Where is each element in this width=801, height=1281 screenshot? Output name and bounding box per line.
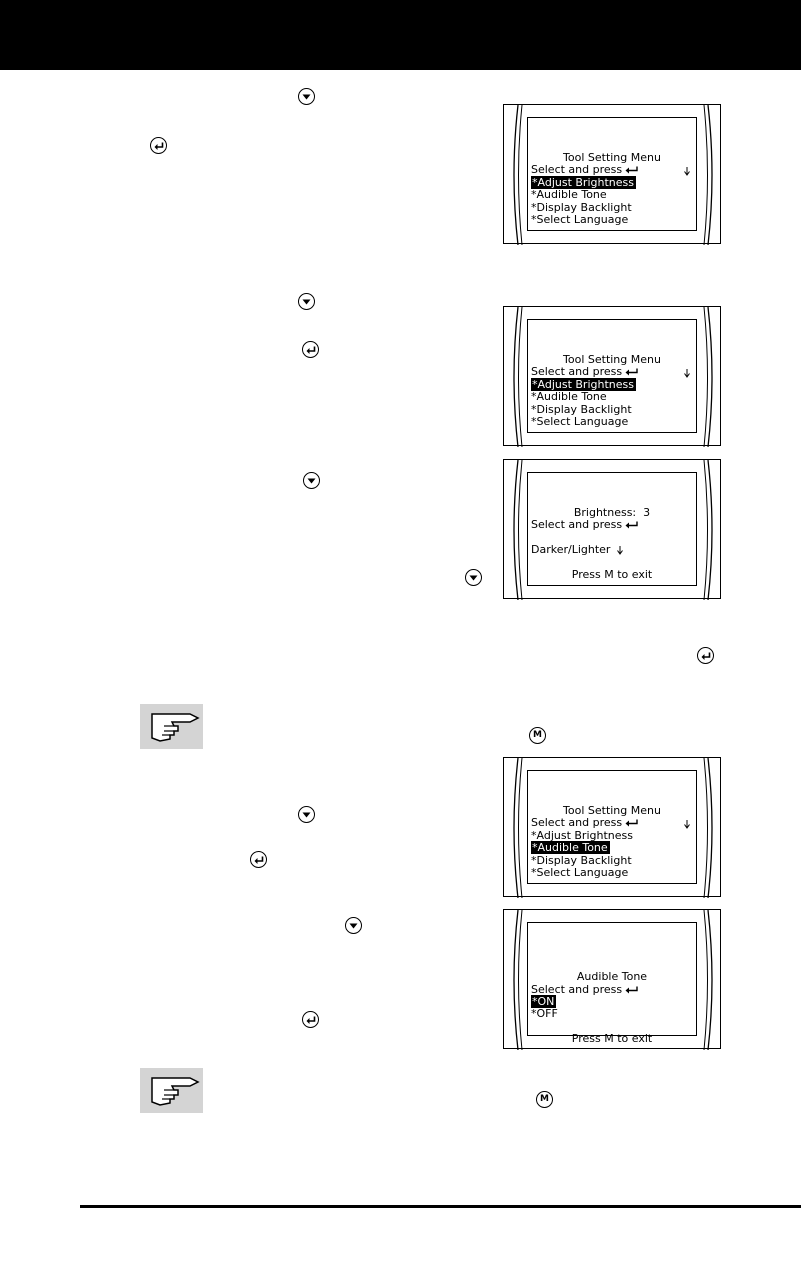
pointing-hand-note-icon [140, 704, 203, 749]
screen-prompt: Select and press [531, 365, 639, 379]
brightness-adjust-label: Darker/Lighter [531, 543, 623, 557]
down-arrow-button-icon [303, 472, 320, 489]
enter-button-icon [250, 851, 267, 868]
screen-title: Brightness: 3 [573, 506, 651, 519]
lcd-screen: Brightness: 3 Select and press Darker/Li… [527, 472, 697, 586]
down-arrow-button-icon [298, 806, 315, 823]
menu-item[interactable]: *Select Language [531, 415, 629, 428]
scroll-down-icon [684, 167, 690, 176]
screen-title: Tool Setting Menu [563, 804, 661, 817]
device-screen-tool-setting-menu: Tool Setting Menu Select and press *Adju… [503, 306, 721, 447]
lcd-screen: Tool Setting Menu Select and press *Adju… [527, 770, 697, 884]
screen-prompt: Select and press [531, 816, 639, 830]
scroll-down-icon [617, 545, 623, 555]
menu-item[interactable]: *Adjust Brightness [531, 829, 633, 842]
enter-icon [625, 521, 638, 529]
menu-item[interactable]: *Display Backlight [531, 201, 632, 214]
m-button-icon: M [536, 1091, 553, 1108]
enter-button-icon [697, 647, 714, 664]
scroll-down-icon [684, 369, 690, 378]
screen-title: Tool Setting Menu [563, 151, 661, 164]
screen-footer: Press M to exit [571, 1032, 653, 1045]
page-header-bar [0, 0, 801, 70]
screen-title: Tool Setting Menu [563, 353, 661, 366]
menu-item-selected[interactable]: *Adjust Brightness [531, 378, 636, 391]
enter-button-icon [302, 1011, 319, 1028]
option-off[interactable]: *OFF [531, 1007, 558, 1020]
device-screen-audible-tone: Audible Tone Select and press *ON *OFF P… [503, 909, 721, 1050]
pointing-hand-note-icon [140, 1068, 203, 1113]
lcd-screen: Tool Setting Menu Select and press *Adju… [527, 319, 697, 433]
enter-icon [625, 819, 638, 827]
device-screen-tool-setting-menu: Tool Setting Menu Select and press *Adju… [503, 757, 721, 898]
menu-item[interactable]: *Display Backlight [531, 403, 632, 416]
menu-item[interactable]: *Audible Tone [531, 188, 607, 201]
down-arrow-button-icon [345, 917, 362, 934]
device-screen-tool-setting-menu: Tool Setting Menu Select and press *Adju… [503, 104, 721, 245]
menu-item-selected[interactable]: *Audible Tone [531, 841, 610, 854]
enter-button-icon [150, 137, 167, 154]
down-arrow-button-icon [298, 88, 315, 105]
device-screen-brightness: Brightness: 3 Select and press Darker/Li… [503, 459, 721, 600]
enter-icon [625, 986, 638, 994]
screen-title: Audible Tone [576, 970, 648, 983]
option-on-selected[interactable]: *ON [531, 995, 557, 1008]
enter-icon [625, 166, 638, 174]
lcd-screen: Tool Setting Menu Select and press *Adju… [527, 117, 697, 231]
screen-prompt: Select and press [531, 983, 639, 997]
m-button-icon: M [529, 727, 546, 744]
menu-item[interactable]: *Select Language [531, 213, 629, 226]
menu-item-selected[interactable]: *Adjust Brightness [531, 176, 636, 189]
screen-prompt: Select and press [531, 518, 639, 532]
scroll-down-icon [684, 820, 690, 829]
down-arrow-button-icon [298, 293, 315, 310]
menu-item[interactable]: *Display Backlight [531, 854, 632, 867]
menu-item[interactable]: *Select Language [531, 866, 629, 879]
lcd-screen: Audible Tone Select and press *ON *OFF P… [527, 922, 697, 1045]
screen-footer: Press M to exit [571, 568, 653, 581]
down-arrow-button-icon [465, 569, 482, 586]
screen-prompt: Select and press [531, 163, 639, 177]
enter-icon [625, 368, 638, 376]
enter-button-icon [302, 341, 319, 358]
menu-item[interactable]: *Audible Tone [531, 390, 607, 403]
footer-rule [80, 1205, 801, 1208]
